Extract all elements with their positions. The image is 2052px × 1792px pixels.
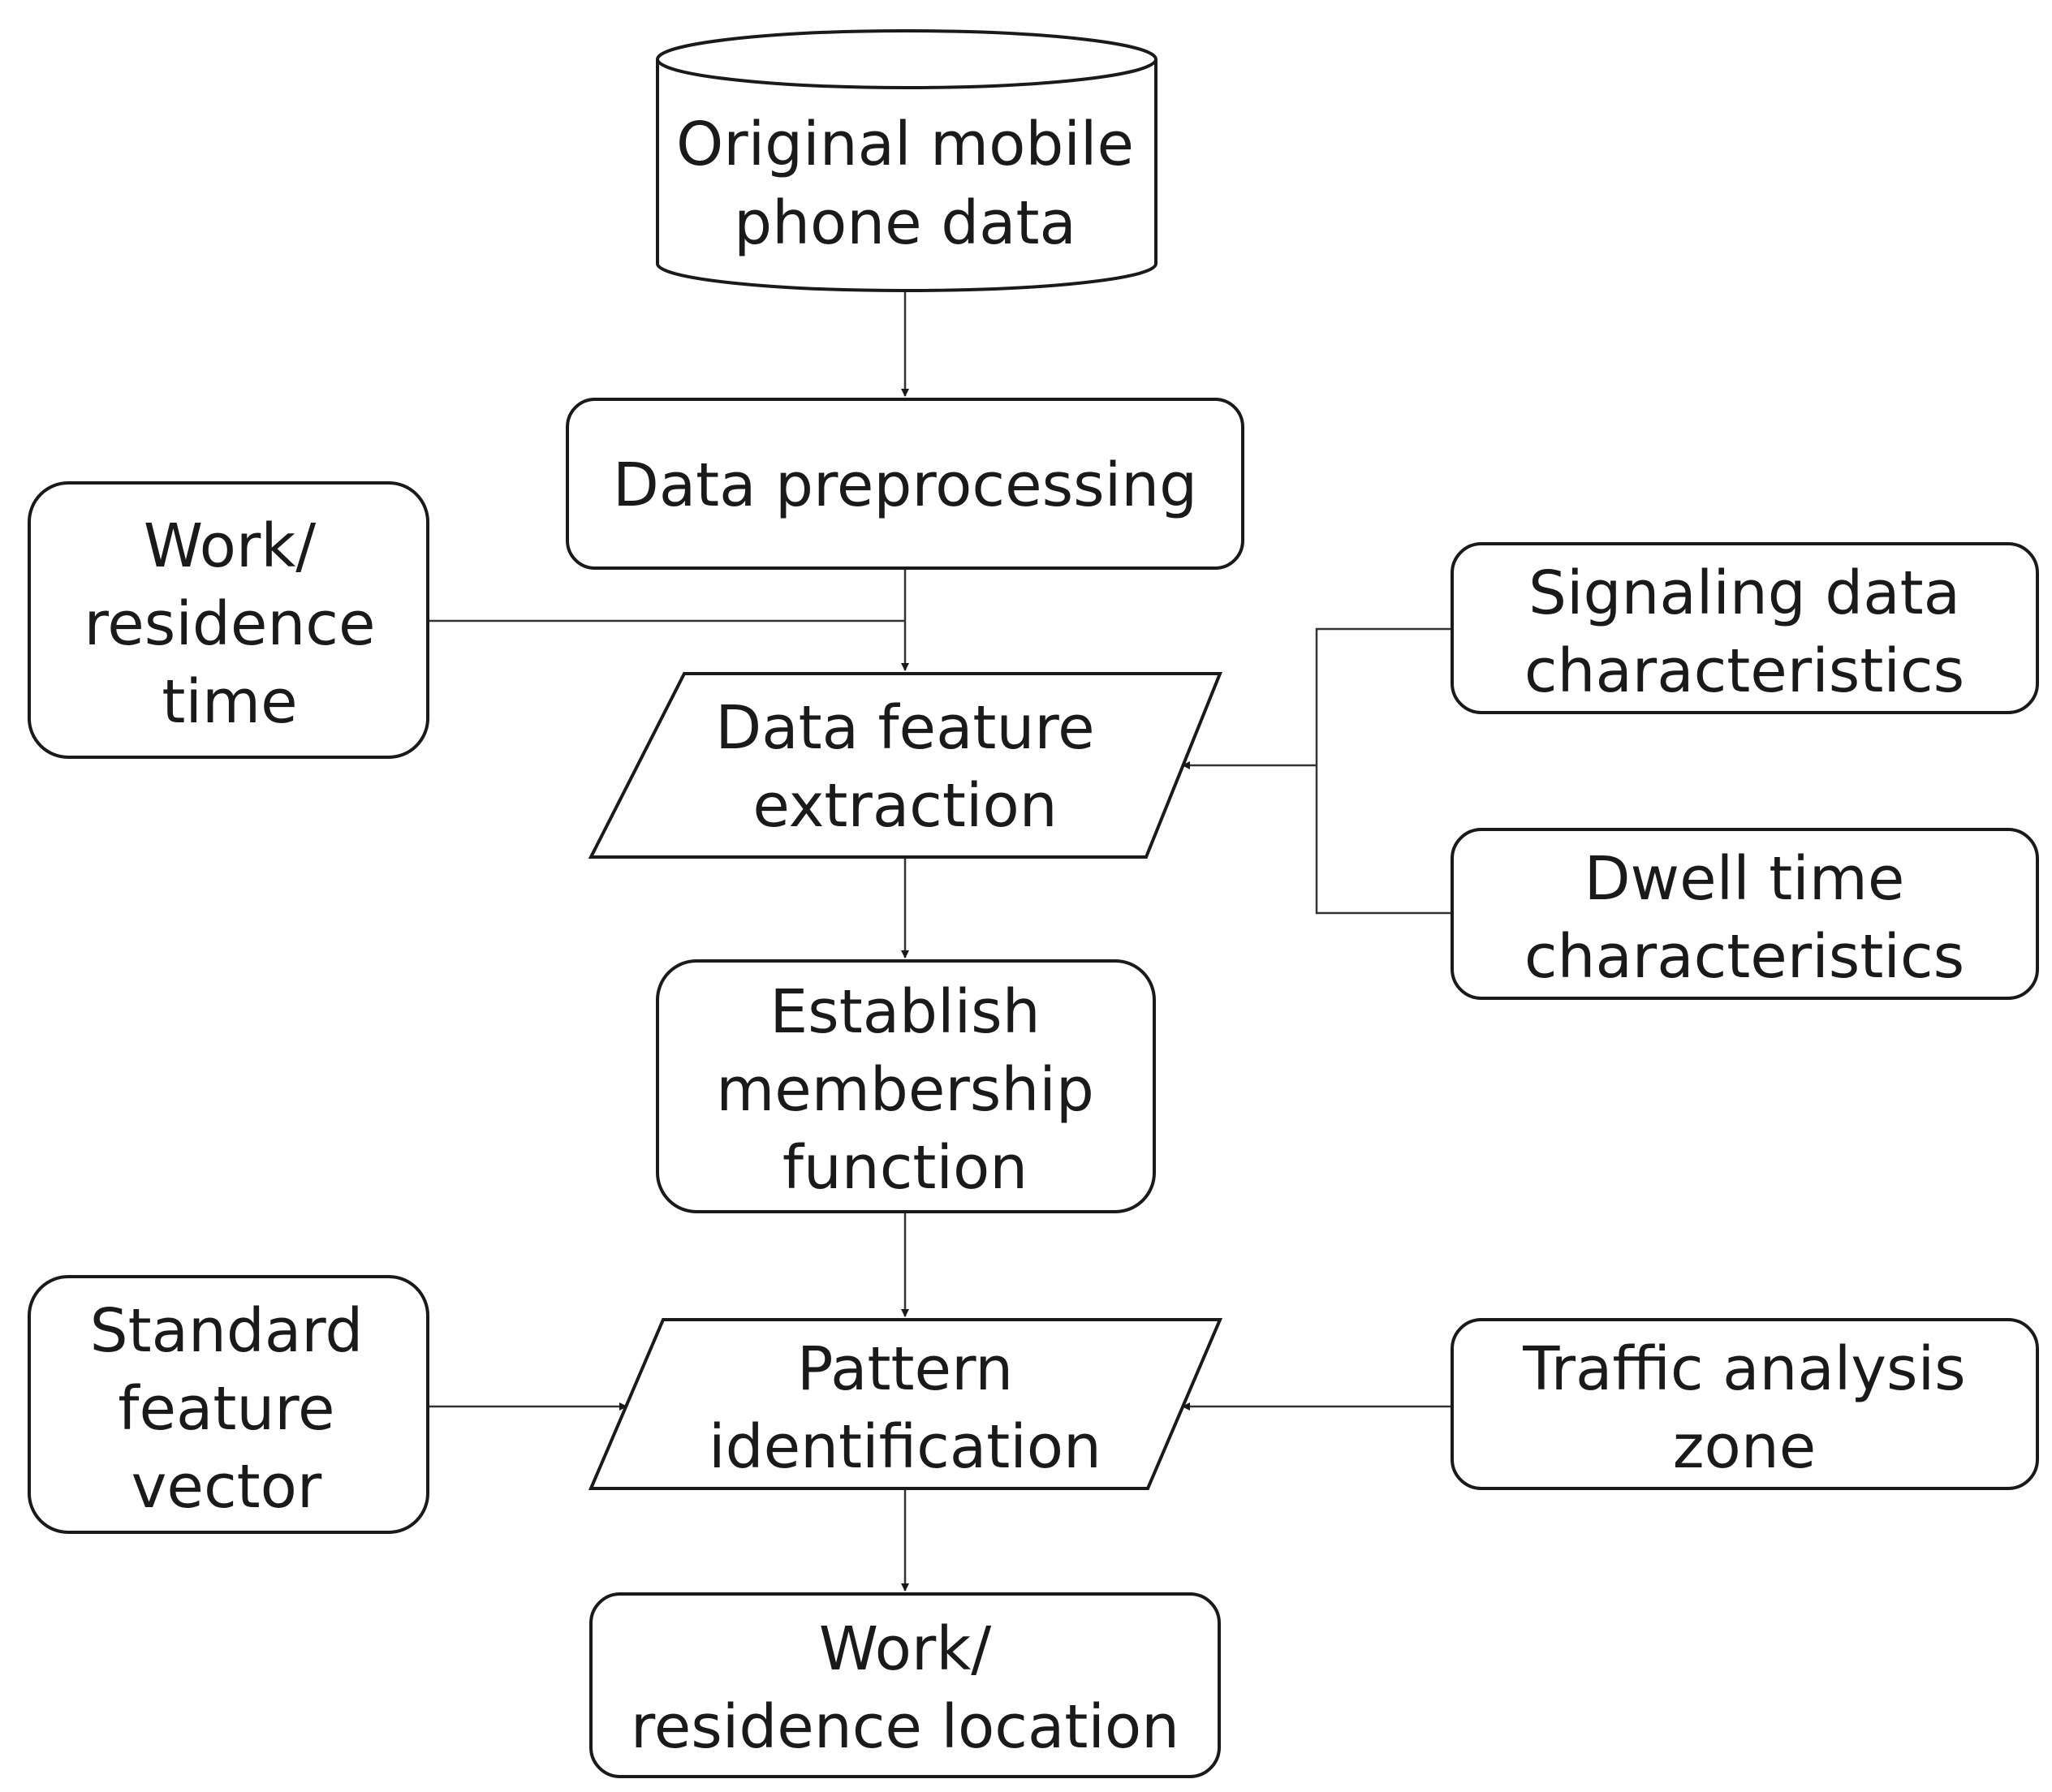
node-label-line: Original mobile bbox=[676, 110, 1134, 179]
node-standard-feature-vector: Standard feature vector bbox=[28, 1275, 429, 1534]
node-label-line: Dwell time bbox=[1584, 844, 1905, 914]
node-label-line: Standard bbox=[90, 1296, 364, 1366]
node-work-residence-time: Work/ residence time bbox=[28, 481, 429, 759]
node-label-line: feature bbox=[118, 1374, 334, 1444]
node-label-line: time bbox=[162, 667, 297, 737]
node-label-line: membership bbox=[716, 1055, 1094, 1125]
node-label-line: Work/ bbox=[144, 511, 316, 581]
node-label-line: identification bbox=[709, 1412, 1101, 1482]
node-dwell-time-characteristics: Dwell time characteristics bbox=[1451, 828, 2039, 1000]
node-data-preprocessing: Data preprocessing bbox=[566, 398, 1244, 570]
connector-signaling-bracket bbox=[1315, 627, 1453, 915]
node-label-line: extraction bbox=[752, 771, 1057, 841]
node-signaling-data-characteristics: Signaling data characteristics bbox=[1451, 542, 2039, 714]
parallelogram-shape bbox=[588, 1318, 1223, 1490]
process-box bbox=[656, 959, 1156, 1213]
node-label-line: function bbox=[782, 1133, 1028, 1203]
node-traffic-analysis-zone: Traffic analysis zone bbox=[1451, 1318, 2039, 1490]
node-label-line: Data feature bbox=[715, 693, 1094, 763]
node-data-feature-extraction: Data feature extraction bbox=[588, 672, 1222, 859]
output-box bbox=[589, 1592, 1221, 1778]
node-label-line: phone data bbox=[734, 188, 1076, 258]
parallelogram-shape bbox=[588, 672, 1222, 859]
input-box bbox=[1451, 542, 2039, 714]
node-label-line: characteristics bbox=[1524, 922, 1964, 992]
database-cylinder-top bbox=[656, 29, 1157, 89]
node-label-line: Data preprocessing bbox=[613, 450, 1197, 520]
node-original-mobile-phone-data: Original mobile phone data bbox=[656, 29, 1157, 292]
database-cylinder-shape bbox=[656, 59, 1157, 292]
node-pattern-identification: Pattern identification bbox=[588, 1318, 1223, 1490]
process-box bbox=[566, 398, 1244, 570]
node-label-line: residence location bbox=[631, 1692, 1179, 1762]
node-label-line: residence bbox=[84, 589, 375, 659]
node-work-residence-location: Work/ residence location bbox=[589, 1592, 1221, 1778]
input-box bbox=[28, 481, 429, 759]
connectors bbox=[429, 292, 1453, 1592]
node-label-line: Pattern bbox=[797, 1334, 1013, 1404]
node-label-line: Traffic analysis bbox=[1522, 1334, 1965, 1404]
input-box bbox=[28, 1275, 429, 1534]
node-establish-membership-function: Establish membership function bbox=[656, 959, 1156, 1213]
node-label-line: zone bbox=[1673, 1412, 1817, 1482]
node-label-line: Work/ bbox=[819, 1614, 991, 1684]
node-label-line: vector bbox=[131, 1452, 322, 1522]
input-box bbox=[1451, 1318, 2039, 1490]
node-label-line: Signaling data bbox=[1528, 558, 1960, 628]
node-label-line: characteristics bbox=[1524, 636, 1964, 706]
input-box bbox=[1451, 828, 2039, 1000]
node-label-line: Establish bbox=[770, 977, 1040, 1047]
